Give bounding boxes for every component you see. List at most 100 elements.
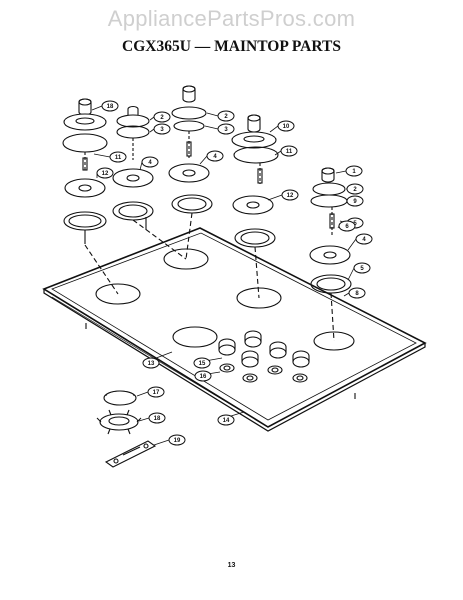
callout-14: 14 bbox=[217, 411, 245, 426]
callout-number: 14 bbox=[223, 418, 230, 424]
burner-assembly-b bbox=[112, 105, 187, 260]
callout-bubble bbox=[101, 100, 119, 112]
callout-2: 2 bbox=[149, 111, 171, 123]
callout-leader-line bbox=[199, 155, 208, 165]
callout-leader-line bbox=[335, 170, 347, 174]
callout-10: 10 bbox=[269, 120, 295, 133]
callout-bubble bbox=[96, 167, 114, 179]
callout-number: 9 bbox=[353, 199, 357, 205]
callout-bubble bbox=[153, 123, 171, 135]
burner-assembly-e bbox=[309, 167, 352, 342]
callout-leader-line bbox=[93, 153, 111, 158]
callout-bubble bbox=[109, 151, 127, 163]
callout-leader-line bbox=[149, 116, 155, 121]
callout-number: 3 bbox=[160, 127, 164, 133]
callout-bubble bbox=[194, 370, 212, 382]
callout-number: 3 bbox=[224, 127, 228, 133]
callout-bubble bbox=[153, 111, 171, 123]
callout-4: 4 bbox=[199, 150, 224, 165]
burner-assembly-a bbox=[62, 98, 119, 295]
callout-number: 19 bbox=[174, 438, 181, 444]
watermark: AppliancePartsPros.com bbox=[107, 6, 356, 31]
callout-bubble bbox=[141, 156, 159, 168]
callout-leader-line bbox=[343, 292, 350, 297]
page-number: 13 bbox=[227, 562, 236, 569]
callout-1: 1 bbox=[335, 165, 363, 177]
callout-number: 6 bbox=[345, 224, 349, 230]
callout-bubble bbox=[348, 287, 366, 299]
callout-number: 4 bbox=[362, 237, 366, 243]
callout-leader-line bbox=[91, 105, 103, 111]
callout-bubble bbox=[353, 262, 371, 274]
callout-5: 5 bbox=[347, 262, 371, 281]
callout-number: 11 bbox=[115, 155, 122, 161]
callout-4: 4 bbox=[347, 233, 373, 251]
callout-bubble bbox=[206, 150, 224, 162]
callout-12: 12 bbox=[96, 167, 114, 179]
callout-bubble bbox=[280, 145, 298, 157]
callout-number: 8 bbox=[355, 291, 359, 297]
callout-number: 2 bbox=[224, 114, 228, 120]
callout-3: 3 bbox=[204, 123, 235, 135]
callout-number: 13 bbox=[148, 361, 155, 367]
callout-number: 18 bbox=[154, 416, 161, 422]
callout-number: 4 bbox=[213, 154, 217, 160]
callout-leader-line bbox=[347, 267, 355, 281]
callout-leader-line bbox=[149, 128, 155, 133]
callout-bubble bbox=[147, 386, 165, 398]
callout-bubble bbox=[217, 414, 235, 426]
callout-bubble bbox=[355, 233, 373, 245]
callout-leader-line bbox=[274, 150, 282, 156]
callout-leader-line bbox=[204, 125, 219, 130]
callout-leader-line bbox=[139, 161, 143, 171]
callout-19: 19 bbox=[153, 434, 186, 446]
callout-number: 5 bbox=[360, 266, 364, 272]
callout-leader-line bbox=[206, 112, 219, 117]
callout-11: 11 bbox=[274, 145, 298, 157]
callout-number: 2 bbox=[353, 187, 357, 193]
callout-leader-line bbox=[136, 391, 149, 397]
callout-4: 4 bbox=[139, 156, 159, 171]
callout-number: 16 bbox=[200, 374, 207, 380]
callout-17: 17 bbox=[136, 386, 165, 398]
callout-number: 18 bbox=[107, 104, 114, 110]
callout-3: 3 bbox=[149, 123, 171, 135]
callout-18: 18 bbox=[138, 412, 166, 424]
callout-bubble bbox=[277, 120, 295, 132]
callout-18: 18 bbox=[91, 100, 119, 112]
callout-leader-line bbox=[153, 439, 170, 446]
callout-bubble bbox=[193, 357, 211, 369]
burner-assembly-d bbox=[231, 114, 279, 299]
callout-bubble bbox=[346, 183, 364, 195]
callout-number: 1 bbox=[352, 169, 356, 175]
callout-number: 4 bbox=[148, 160, 152, 166]
callout-leader-line bbox=[267, 194, 283, 201]
callout-bubble bbox=[168, 434, 186, 446]
callout-13: 13 bbox=[142, 351, 173, 369]
callout-number: 2 bbox=[160, 115, 164, 121]
callout-8: 8 bbox=[343, 287, 366, 299]
burner-assembly-c bbox=[168, 85, 213, 260]
maintop-panel bbox=[42, 227, 427, 432]
callout-9: 9 bbox=[346, 195, 364, 207]
callout-bubble bbox=[217, 110, 235, 122]
callout-leader-line bbox=[138, 417, 150, 422]
callout-6: 6 bbox=[337, 220, 356, 232]
callout-2: 2 bbox=[206, 110, 235, 122]
callout-number: 15 bbox=[199, 361, 206, 367]
callout-leader-line bbox=[347, 238, 357, 251]
callout-11: 11 bbox=[93, 151, 127, 163]
callout-number: 5 bbox=[353, 221, 357, 227]
callout-bubble bbox=[345, 165, 363, 177]
callout-bubble bbox=[281, 189, 299, 201]
callout-bubble bbox=[142, 357, 160, 369]
callout-2: 2 bbox=[346, 183, 364, 195]
callout-bubble bbox=[148, 412, 166, 424]
callout-12: 12 bbox=[267, 189, 299, 201]
callout-bubble bbox=[338, 220, 356, 232]
page-title: CGX365U — MAINTOP PARTS bbox=[122, 38, 341, 55]
callout-number: 12 bbox=[102, 171, 109, 177]
callout-16: 16 bbox=[194, 370, 221, 382]
